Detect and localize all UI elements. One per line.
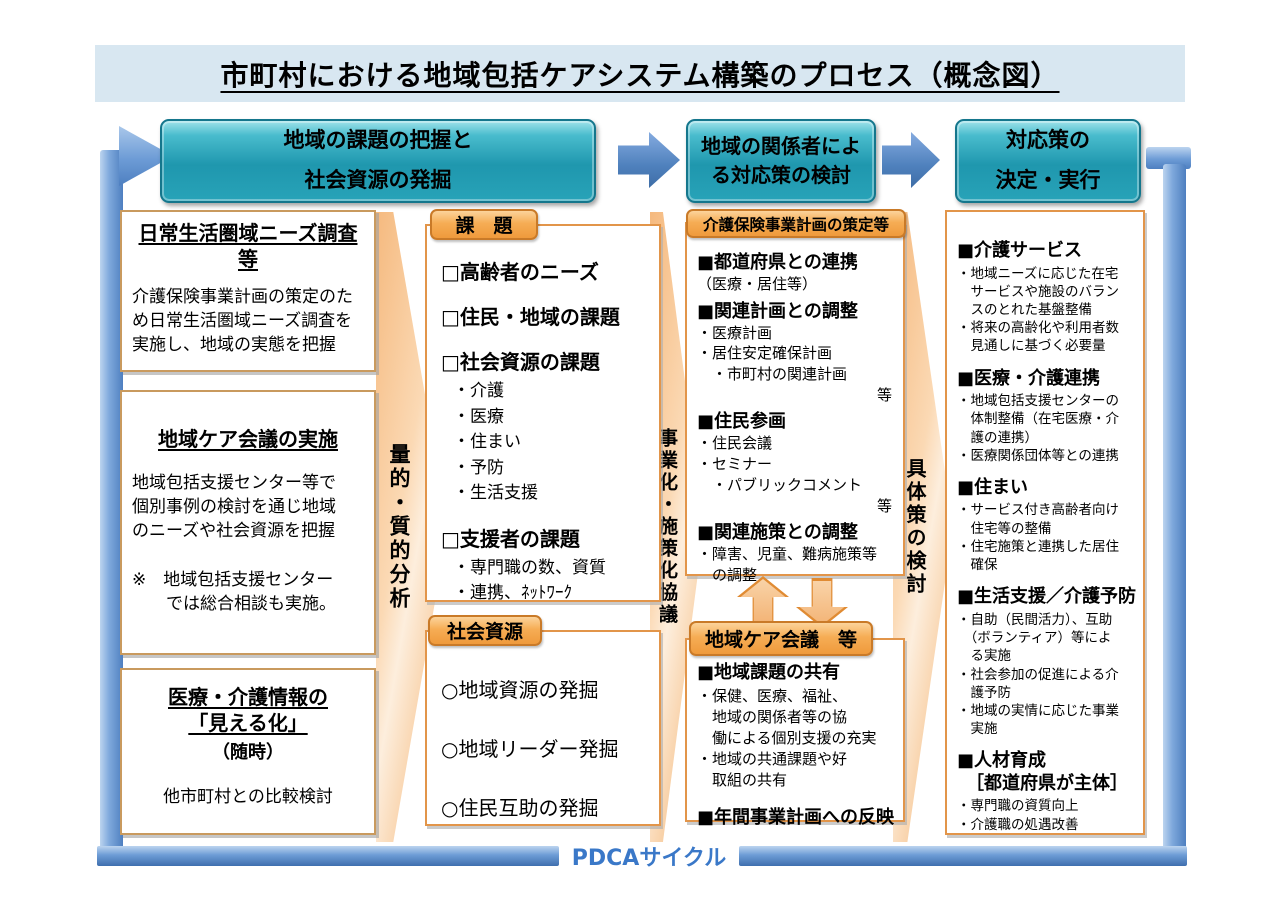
measure-section-body: ・専門職の資質向上 ・介護職の処遇改善	[957, 798, 1079, 833]
plan-section-body: （医療・居住等）	[697, 275, 818, 293]
cycle-frame-bottom-bar-right	[739, 846, 1187, 866]
flow-arrow-icon	[618, 132, 680, 188]
measure-section-head: ■住まい	[957, 476, 1029, 498]
cycle-frame-left-bar	[100, 150, 123, 850]
resource-item: ○地域資源の発掘	[441, 678, 599, 702]
box-body: 介護保険事業計画の策定のた め日常生活圏域ニーズ調査を 実施し、地域の実態を把握	[132, 287, 353, 355]
issues-box: □高齢者のニーズ □住民・地域の課題 □社会資源の課題 ・介護 ・医療 ・住まい…	[425, 224, 661, 603]
measure-section-body: ・地域ニーズに応じた在宅 サービスや施設のバラン スのとれた基盤整備 ・将来の高…	[957, 265, 1119, 355]
insurance-plan-box: ■都道府県との連携 （医療・居住等） ■関連計画との調整 ・医療計画 ・居住安定…	[685, 222, 905, 584]
plan-section-head: ■都道府県との連携	[697, 252, 858, 273]
box-title: 地域ケア会議の実施	[158, 427, 338, 451]
flow-arrow-icon	[882, 132, 940, 188]
cycle-frame-top-right-bar	[1146, 147, 1191, 169]
measure-section-body: ・サービス付き高齢者向け 住宅等の整備 ・住宅施策と連携した居住 確保	[957, 502, 1119, 574]
process-step-consider-measures: 地域の関係者によ る対応策の検討	[686, 119, 876, 203]
issues-tab: 課 題	[430, 209, 538, 240]
pdca-cycle-label: PDCAサイクル	[571, 846, 727, 871]
box-body: 他市町村との比較検討	[163, 787, 333, 807]
resource-item: ○住民互助の発掘	[441, 796, 599, 820]
issue-item: □住民・地域の課題	[441, 305, 620, 329]
cycle-frame-right-bar	[1163, 164, 1186, 850]
measure-section-head: ■生活支援／介護予防	[957, 586, 1137, 608]
band-label: 具体策の検討	[903, 458, 927, 596]
page-title: 市町村における地域包括ケアシステム構築のプロセス（概念図）	[220, 58, 1060, 92]
issue-item: □社会資源の課題	[441, 350, 600, 374]
measure-section-head: ■介護サービス	[957, 240, 1083, 261]
box-note: ※ 地域包括支援センター では総合相談も実施。	[132, 570, 336, 615]
box-title: 医療・介護情報の 「見える化」	[168, 685, 328, 735]
process-step-grasp-issues: 地域の課題の把握と 社会資源の発掘	[160, 119, 596, 203]
visualization-box: 医療・介護情報の 「見える化」 （随時） 他市町村との比較検討	[120, 668, 376, 835]
box-body: 地域包括支援センター等で 個別事例の検討を通じ地域 のニーズや社会資源を把握	[132, 473, 336, 541]
process-step-decide-execute: 対応策の 決定・実行	[955, 119, 1141, 203]
box-subtitle: （随時）	[212, 742, 284, 763]
cycle-frame-bottom-bar-left	[97, 846, 559, 866]
plan-section-body: ・住民会議 ・セミナー ・パブリックコメント 等	[697, 434, 893, 515]
measure-section-body: ・地域包括支援センターの 体制整備（在宅医療・介 護の連携） ・医療関係団体等と…	[957, 393, 1119, 464]
measures-box: ■介護サービス ・地域ニーズに応じた在宅 サービスや施設のバラン スのとれた基盤…	[945, 210, 1145, 835]
insurance-plan-tab: 介護保険事業計画の策定等	[686, 209, 906, 238]
measure-section-body: ・自助（民間活力）、互助 （ボランティア）等によ る実施 ・社会参加の促進による…	[957, 611, 1119, 738]
care-section-body: ・保健、医療、福祉、 地域の関係者等の協 働による個別支援の充実 ・地域の共通課…	[697, 687, 877, 789]
plan-section-head: ■住民参画	[697, 411, 787, 433]
social-resources-tab: 社会資源	[428, 615, 542, 646]
community-care-meeting-box: 地域ケア会議の実施 地域包括支援センター等で 個別事例の検討を通じ地域 のニーズ…	[120, 390, 376, 655]
resource-item: ○地域リーダー発掘	[441, 737, 619, 761]
needs-survey-box: 日常生活圏域ニーズ調査等 介護保険事業計画の策定のた め日常生活圏域ニーズ調査を…	[120, 210, 376, 372]
band-label: 量的・質的分析	[387, 443, 411, 611]
issue-subitems: ・専門職の数、資質 ・連携、ﾈｯﾄﾜｰｸ	[453, 557, 606, 604]
issue-subitems: ・介護 ・医療 ・住まい ・予防 ・生活支援	[453, 381, 538, 503]
plan-section-head: ■関連計画との調整	[697, 300, 858, 322]
box-title: 日常生活圏域ニーズ調査等	[138, 221, 358, 271]
care-meeting-result-box: ■地域課題の共有 ・保健、医療、福祉、 地域の関係者等の協 働による個別支援の充…	[685, 638, 905, 828]
plan-section-body: ・障害、児童、難病施策等 の調整	[697, 545, 878, 584]
issue-item: □高齢者のニーズ	[441, 260, 599, 284]
band-label: 事業化・施策化協議	[656, 428, 678, 626]
measure-section-head: ■医療・介護連携	[957, 367, 1101, 389]
plan-section-head: ■関連施策との調整	[697, 522, 858, 544]
care-section-head: ■年間事業計画への反映	[697, 807, 895, 828]
plan-section-body: ・医療計画 ・居住安定確保計画 ・市町村の関連計画 等	[697, 323, 893, 404]
measure-section-head: ■人材育成 ［都道府県が主体］	[957, 750, 1128, 794]
title-band: 市町村における地域包括ケアシステム構築のプロセス（概念図）	[95, 45, 1185, 102]
care-meeting-tab: 地域ケア会議 等	[689, 621, 873, 656]
care-section-head: ■地域課題の共有	[697, 662, 841, 683]
issue-item: □支援者の課題	[441, 526, 580, 551]
social-resources-box: ○地域資源の発掘 ○地域リーダー発掘 ○住民互助の発掘	[425, 630, 661, 826]
